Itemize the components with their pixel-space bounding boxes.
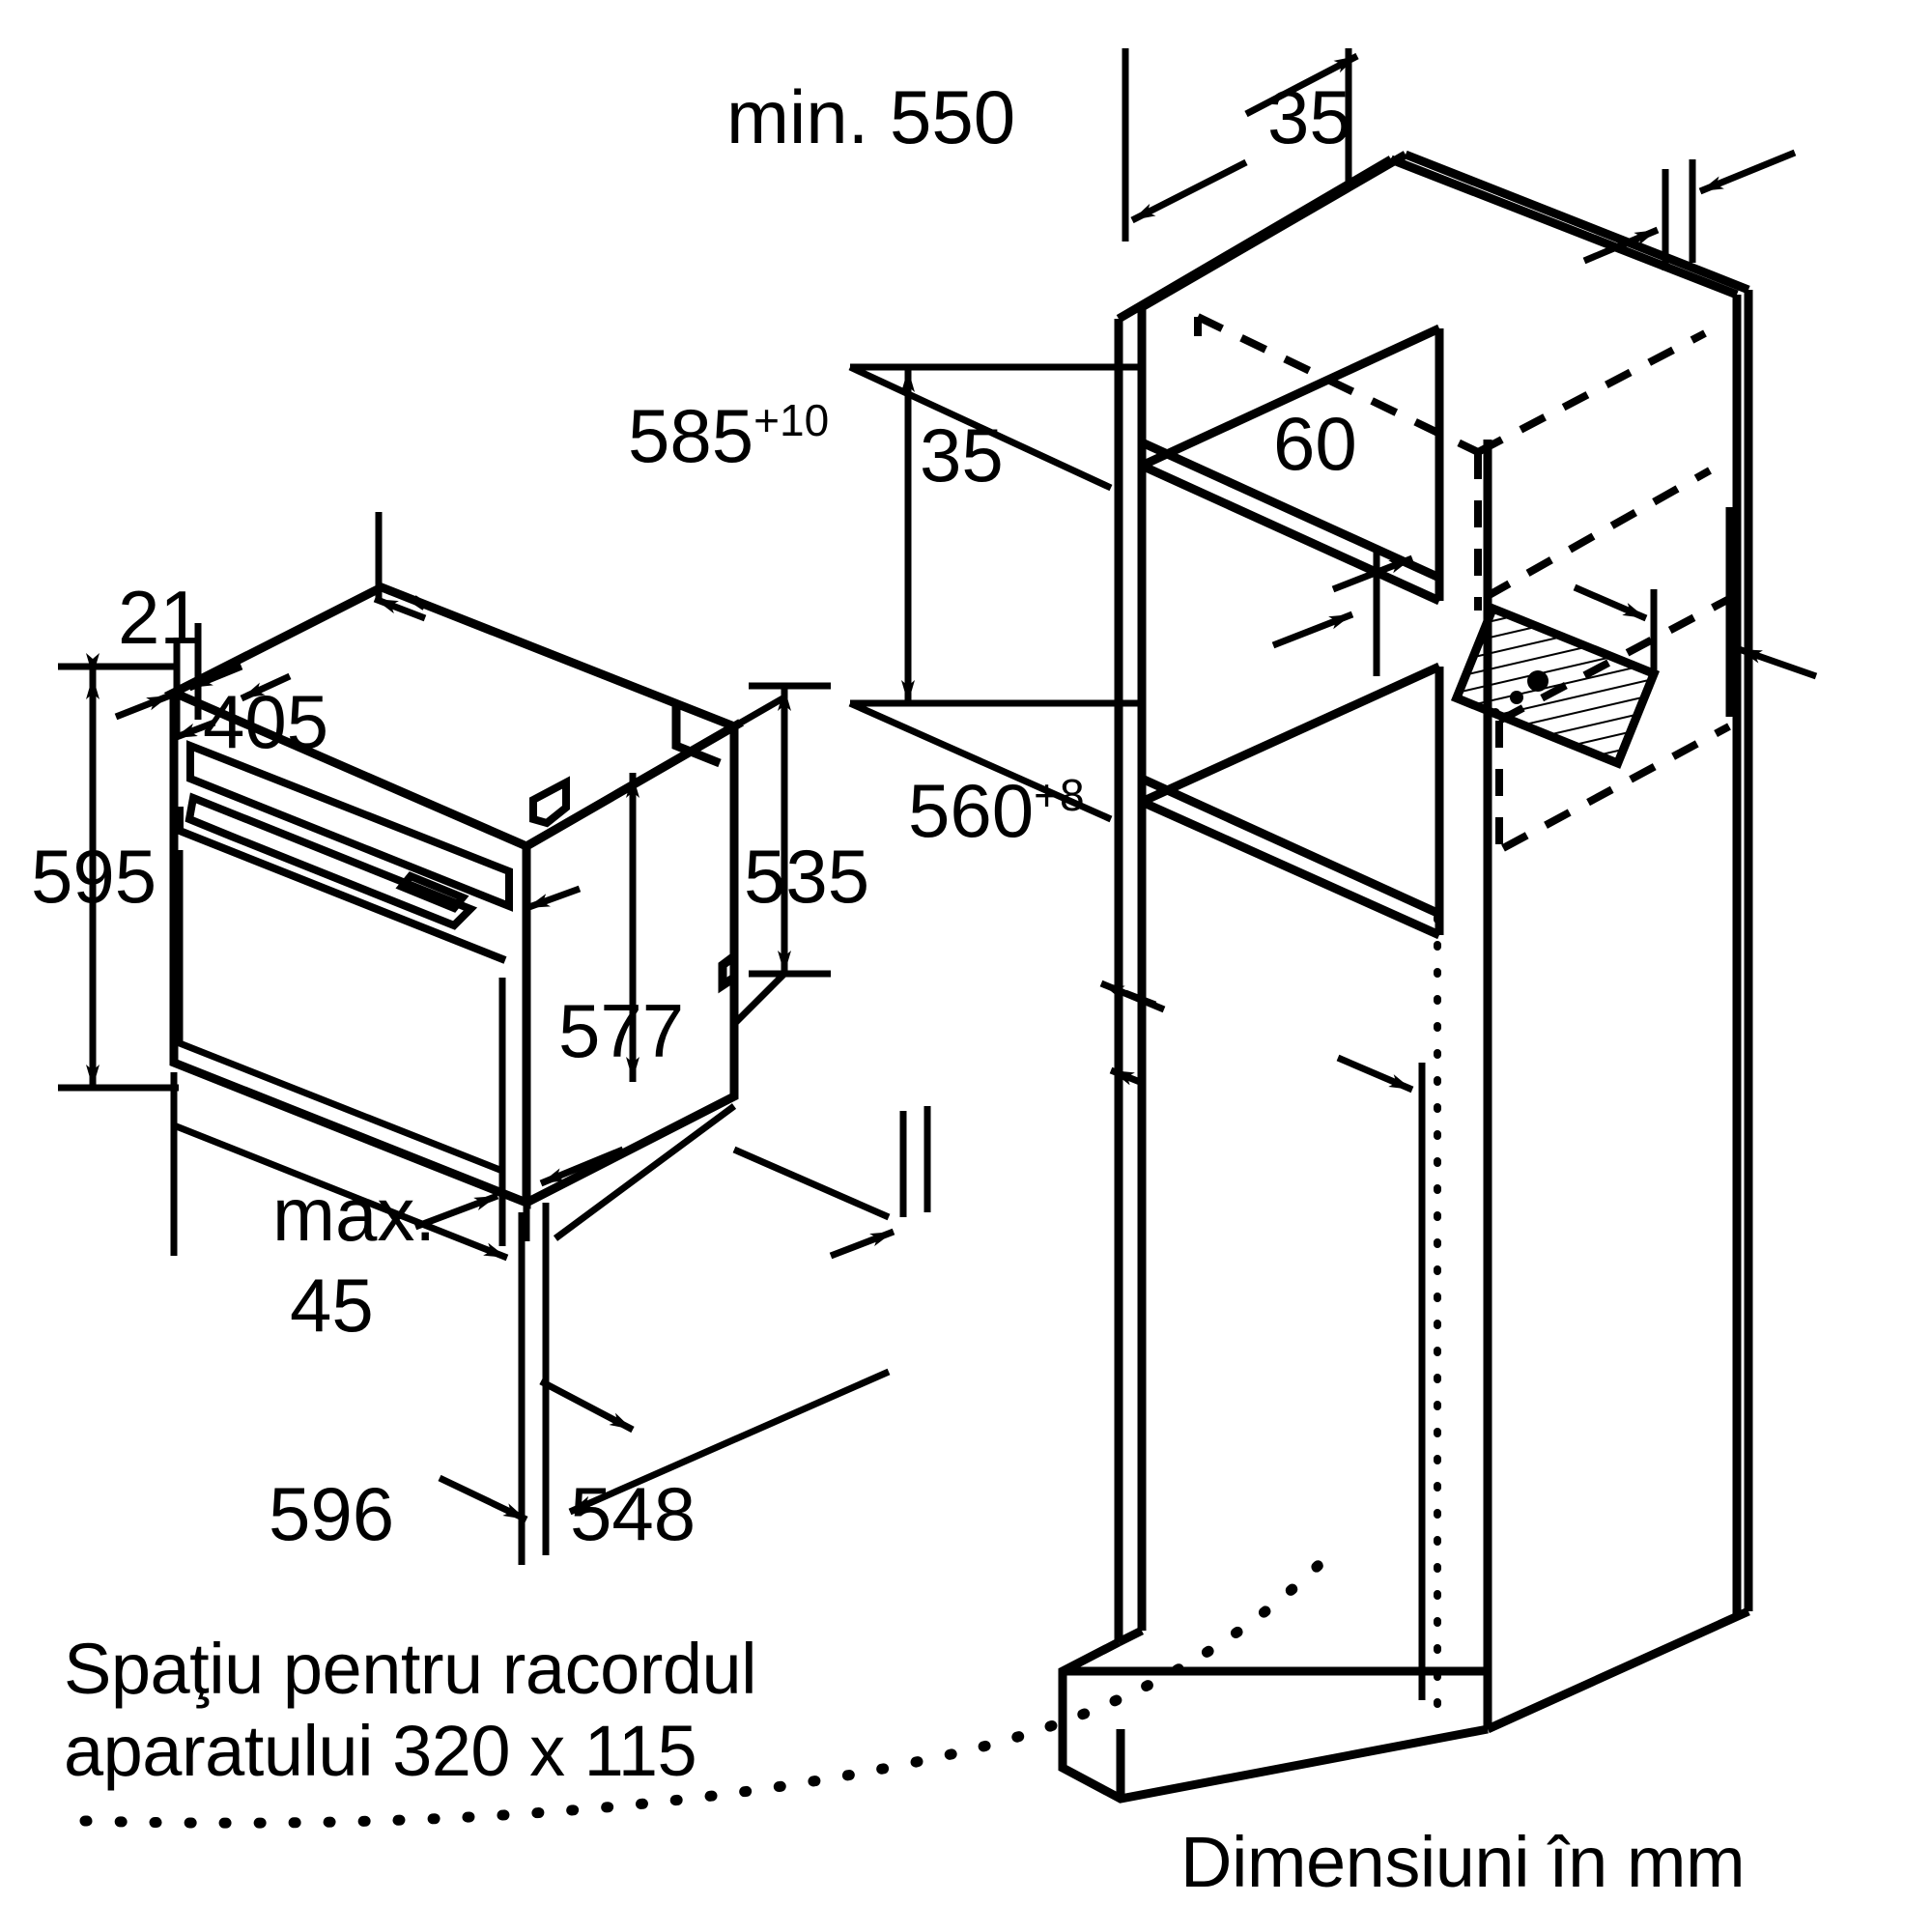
cabinet-upper-shelf: [1137, 307, 1444, 606]
dimline-min550: [1122, 48, 1359, 242]
label-405: 405: [203, 679, 329, 764]
label-585: 585+10: [628, 395, 830, 475]
label-60: 60: [1273, 401, 1357, 486]
label-35-mid: 35: [920, 412, 1004, 497]
label-21: 21: [118, 575, 202, 660]
oven-door-panel: [176, 850, 506, 1177]
dimline-535: [731, 682, 831, 1027]
dimline-596: [170, 1072, 635, 1523]
dimline-21: [114, 623, 243, 734]
cabinet-hidden-lines: [1194, 313, 1731, 852]
label-595: 595: [31, 834, 157, 919]
label-577: 577: [558, 988, 685, 1073]
dimline-60: [1573, 507, 1818, 717]
cutout-note-line-1: Spaţiu pentru racordul: [64, 1629, 757, 1709]
cabinet-mid-shelf: [1137, 662, 1444, 940]
oven-control-panel: [176, 740, 513, 964]
label-596: 596: [269, 1471, 395, 1556]
label-585-value: 585: [628, 393, 754, 478]
label-560-value: 560: [908, 768, 1035, 853]
dimline-35-mid: [1271, 551, 1414, 676]
dimline-585: [848, 363, 1142, 823]
label-560: 560+8: [908, 770, 1085, 850]
wall-batten-hatched: [1450, 603, 1661, 769]
dimline-595: [58, 653, 179, 1092]
label-548: 548: [570, 1471, 696, 1556]
label-min-550: min. 550: [726, 74, 1016, 159]
cutout-note-leader-dots: [79, 1540, 1344, 1829]
cutout-note-line-2: aparatului 320 x 115: [64, 1711, 697, 1791]
dimline-405: [172, 512, 427, 742]
label-max45-line2: 45: [290, 1263, 374, 1348]
label-35-top: 35: [1267, 74, 1351, 159]
dimline-548: [518, 1103, 931, 1565]
oven-side-latch: [529, 776, 570, 828]
oven-door-handle: [185, 792, 478, 930]
label-585-tolerance: +10: [753, 395, 830, 445]
label-560-tolerance: +8: [1034, 770, 1085, 820]
dimline-max45: [413, 885, 625, 1246]
label-535: 535: [744, 834, 870, 919]
cabinet-outline: [1058, 150, 1753, 1804]
dimline-560: [1099, 980, 1426, 1700]
dimline-35-top: [1582, 149, 1797, 270]
units-note: Dimensiuni în mm: [1180, 1822, 1746, 1902]
label-max45-line1: max.: [272, 1172, 437, 1257]
oven-top-rear-edge: [380, 583, 736, 738]
